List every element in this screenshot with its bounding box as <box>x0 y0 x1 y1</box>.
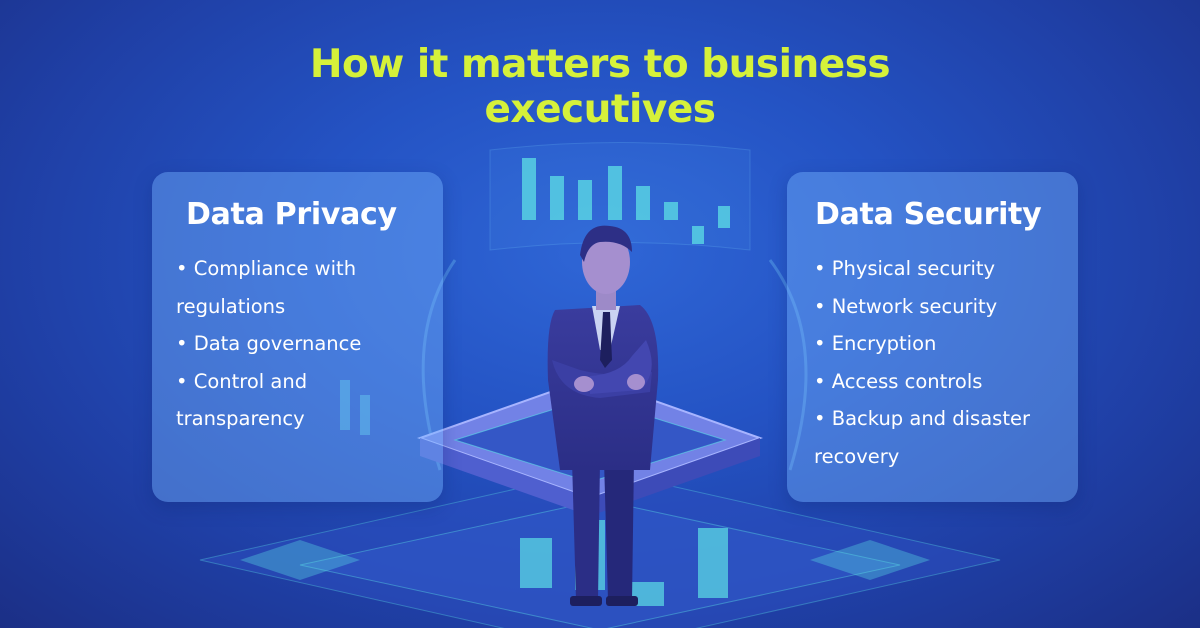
data-privacy-heading: Data Privacy <box>186 197 397 232</box>
hologram-arc-right <box>768 259 808 471</box>
side-tile-icons <box>240 380 930 580</box>
data-security-card: Data Security • Physical security • Netw… <box>787 172 1078 502</box>
list-item: • Physical security <box>814 257 996 280</box>
businessman-arms-crossed-icon <box>547 225 659 606</box>
list-item: • Data governance <box>176 332 362 355</box>
data-privacy-card: Data Privacy • Compliance with regulatio… <box>152 172 443 502</box>
list-item: • Compliance with regulations <box>176 257 357 318</box>
data-privacy-list: • Compliance with regulations • Data gov… <box>176 250 438 438</box>
data-security-heading: Data Security <box>815 197 1042 232</box>
list-item: • Control and transparency <box>176 369 308 431</box>
hologram-bar-chart-icon <box>522 158 730 244</box>
page-title: How it matters to business executives <box>309 42 891 132</box>
list-item: • Backup and disaster recovery <box>814 407 1030 468</box>
list-item: • Encryption <box>814 332 937 355</box>
data-security-list: • Physical security • Network security •… <box>814 250 1064 475</box>
list-item: • Access controls <box>814 369 983 393</box>
list-item: • Network security <box>814 294 998 318</box>
